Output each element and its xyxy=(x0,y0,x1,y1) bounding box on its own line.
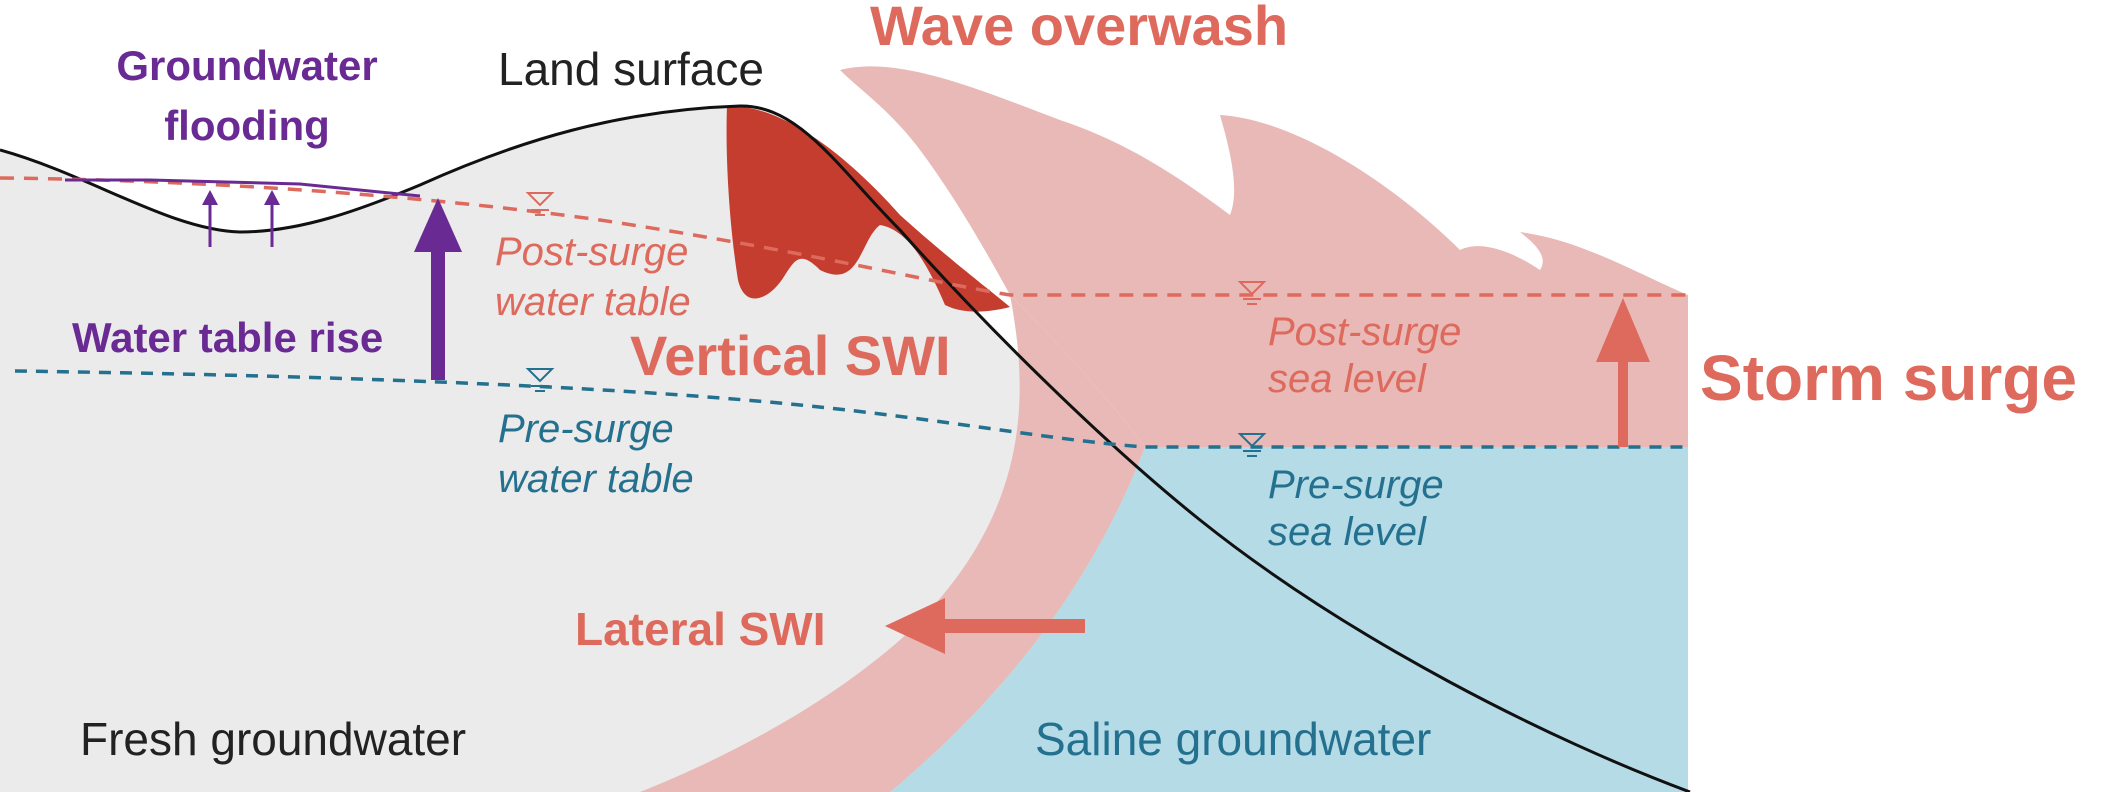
land-surface-label: Land surface xyxy=(498,43,764,95)
water-table-rise-arrow xyxy=(414,198,462,380)
lateral-swi-label: Lateral SWI xyxy=(575,603,826,655)
groundwater-flooding-label-line2: flooding xyxy=(164,102,330,149)
post-surge-sea-level-label-line1: Post-surge xyxy=(1268,310,1461,354)
pre-surge-water-table-label-line1: Pre-surge xyxy=(498,407,674,451)
vertical-swi-region xyxy=(726,105,1010,312)
saline-groundwater-region xyxy=(890,447,1688,792)
pre-surge-water-table-label-line2: water table xyxy=(498,457,694,501)
saline-groundwater-label: Saline groundwater xyxy=(1035,713,1431,765)
post-surge-water-table-label-line1: Post-surge xyxy=(495,230,688,274)
pre-surge-sea-level-label-line2: sea level xyxy=(1268,510,1427,554)
wave-overwash-shape xyxy=(840,66,1688,295)
pre-surge-water-table-symbol xyxy=(525,368,555,392)
lateral-swi-wedge xyxy=(640,295,1145,792)
pre-surge-water-table-line xyxy=(14,369,1688,449)
post-surge-water-table-label-line2: water table xyxy=(495,280,691,324)
post-surge-water-table-symbol xyxy=(525,192,555,216)
groundwater-flooding-label-line1: Groundwater xyxy=(116,42,377,89)
pre-surge-sea-level-label-line1: Pre-surge xyxy=(1268,463,1444,507)
storm-surge-arrow xyxy=(1596,298,1650,447)
land-surface-line xyxy=(0,104,1691,792)
storm-surge-label: Storm surge xyxy=(1700,342,2077,414)
vertical-swi-label: Vertical SWI xyxy=(630,324,951,387)
lateral-swi-arrow xyxy=(885,598,1085,654)
flooding-arrow-1 xyxy=(202,190,218,247)
post-surge-sea-level-label-line2: sea level xyxy=(1268,357,1427,401)
post-surge-sea-region xyxy=(1010,295,1688,447)
fresh-groundwater-label: Fresh groundwater xyxy=(80,713,466,765)
groundwater-flooding-line xyxy=(65,178,421,198)
wave-overwash-label: Wave overwash xyxy=(870,0,1288,57)
water-table-rise-label: Water table rise xyxy=(72,314,383,361)
post-surge-sea-level-symbol xyxy=(1237,281,1267,305)
flooding-arrow-2 xyxy=(264,190,280,247)
pre-surge-sea-level-symbol xyxy=(1237,433,1267,457)
